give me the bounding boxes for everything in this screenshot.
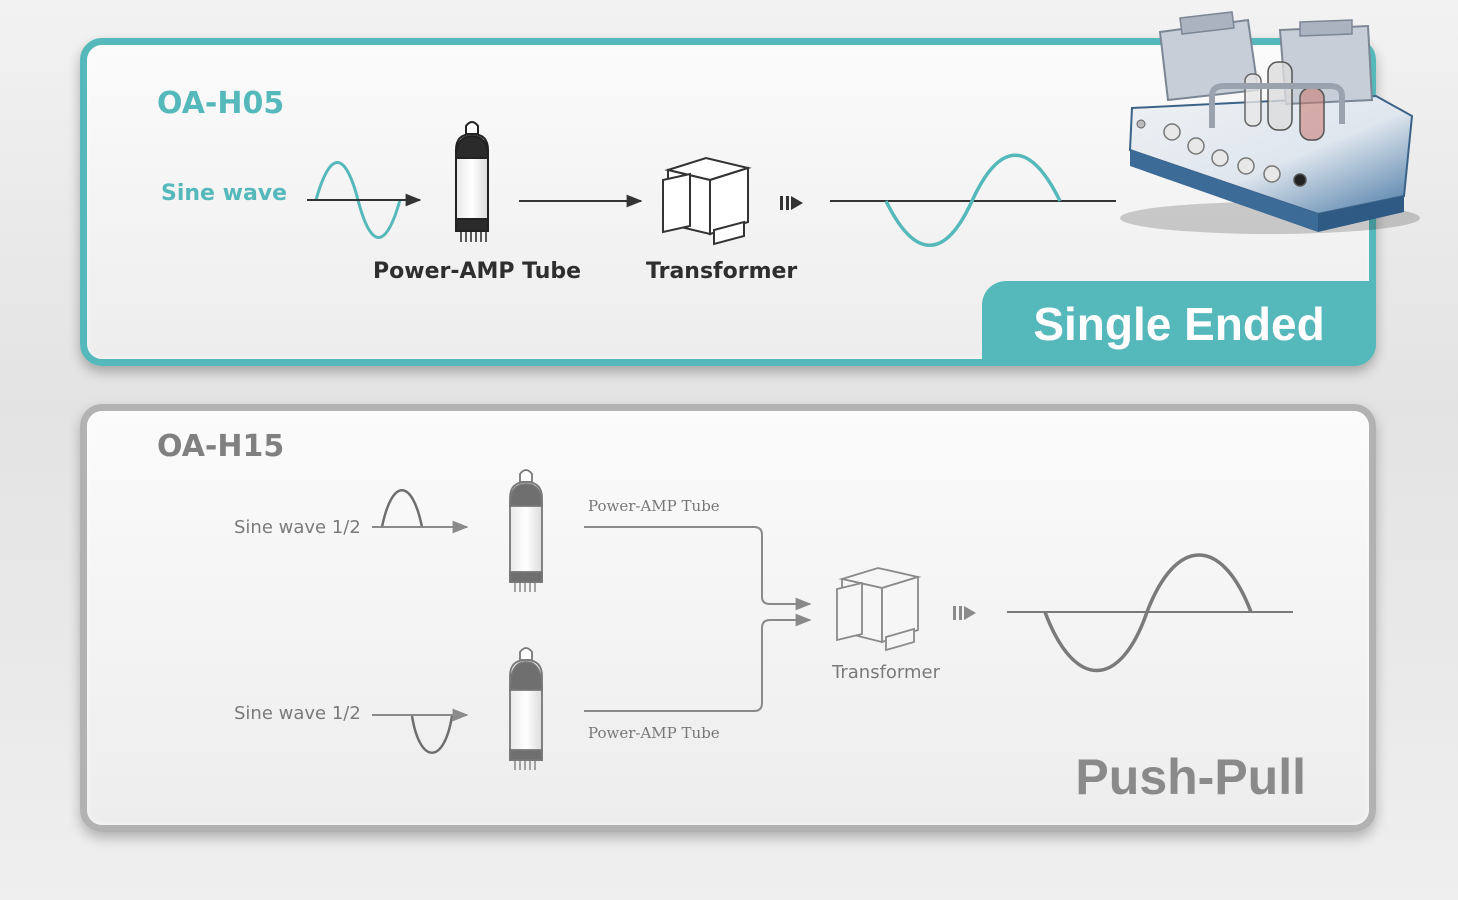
push-pull-panel [80, 404, 1376, 832]
vacuum-tube-lower-icon [509, 647, 543, 770]
vacuum-tube-upper-icon [509, 469, 543, 592]
model-oa-h15: OA-H15 [157, 429, 285, 464]
transformer-bottom-icon [836, 567, 922, 652]
half-sine-upper-icon [380, 489, 424, 528]
power-amp-tube-label: Power-AMP Tube [373, 259, 582, 284]
output-sine-wave [830, 153, 1116, 247]
upper-tube-to-transformer-line [584, 526, 812, 611]
sine-wave-half-label-lower: Sine wave 1/2 [234, 703, 361, 724]
transformer-label-bottom: Transformer [832, 662, 941, 683]
speaker-icon [780, 196, 803, 210]
single-ended-badge: Single Ended [982, 281, 1376, 366]
speaker-bottom-icon [953, 606, 976, 620]
output-sine-wave-bottom [1007, 553, 1293, 672]
transformer-label: Transformer [646, 259, 798, 284]
half-sine-lower-icon [410, 715, 454, 754]
power-amp-tube-label-lower: Power-AMP Tube [588, 724, 720, 742]
push-pull-title: Push-Pull [1075, 749, 1306, 805]
power-amp-tube-label-upper: Power-AMP Tube [588, 497, 720, 515]
transformer-icon [662, 156, 752, 246]
model-oa-h05: OA-H05 [157, 86, 285, 121]
lower-tube-to-transformer-line [584, 613, 812, 712]
sine-wave-half-label-upper: Sine wave 1/2 [234, 517, 361, 538]
vacuum-tube-icon [454, 121, 490, 242]
single-ended-title: Single Ended [1033, 297, 1325, 350]
sine-wave-label: Sine wave [161, 181, 288, 206]
amplifier-photo [1120, 11, 1420, 234]
